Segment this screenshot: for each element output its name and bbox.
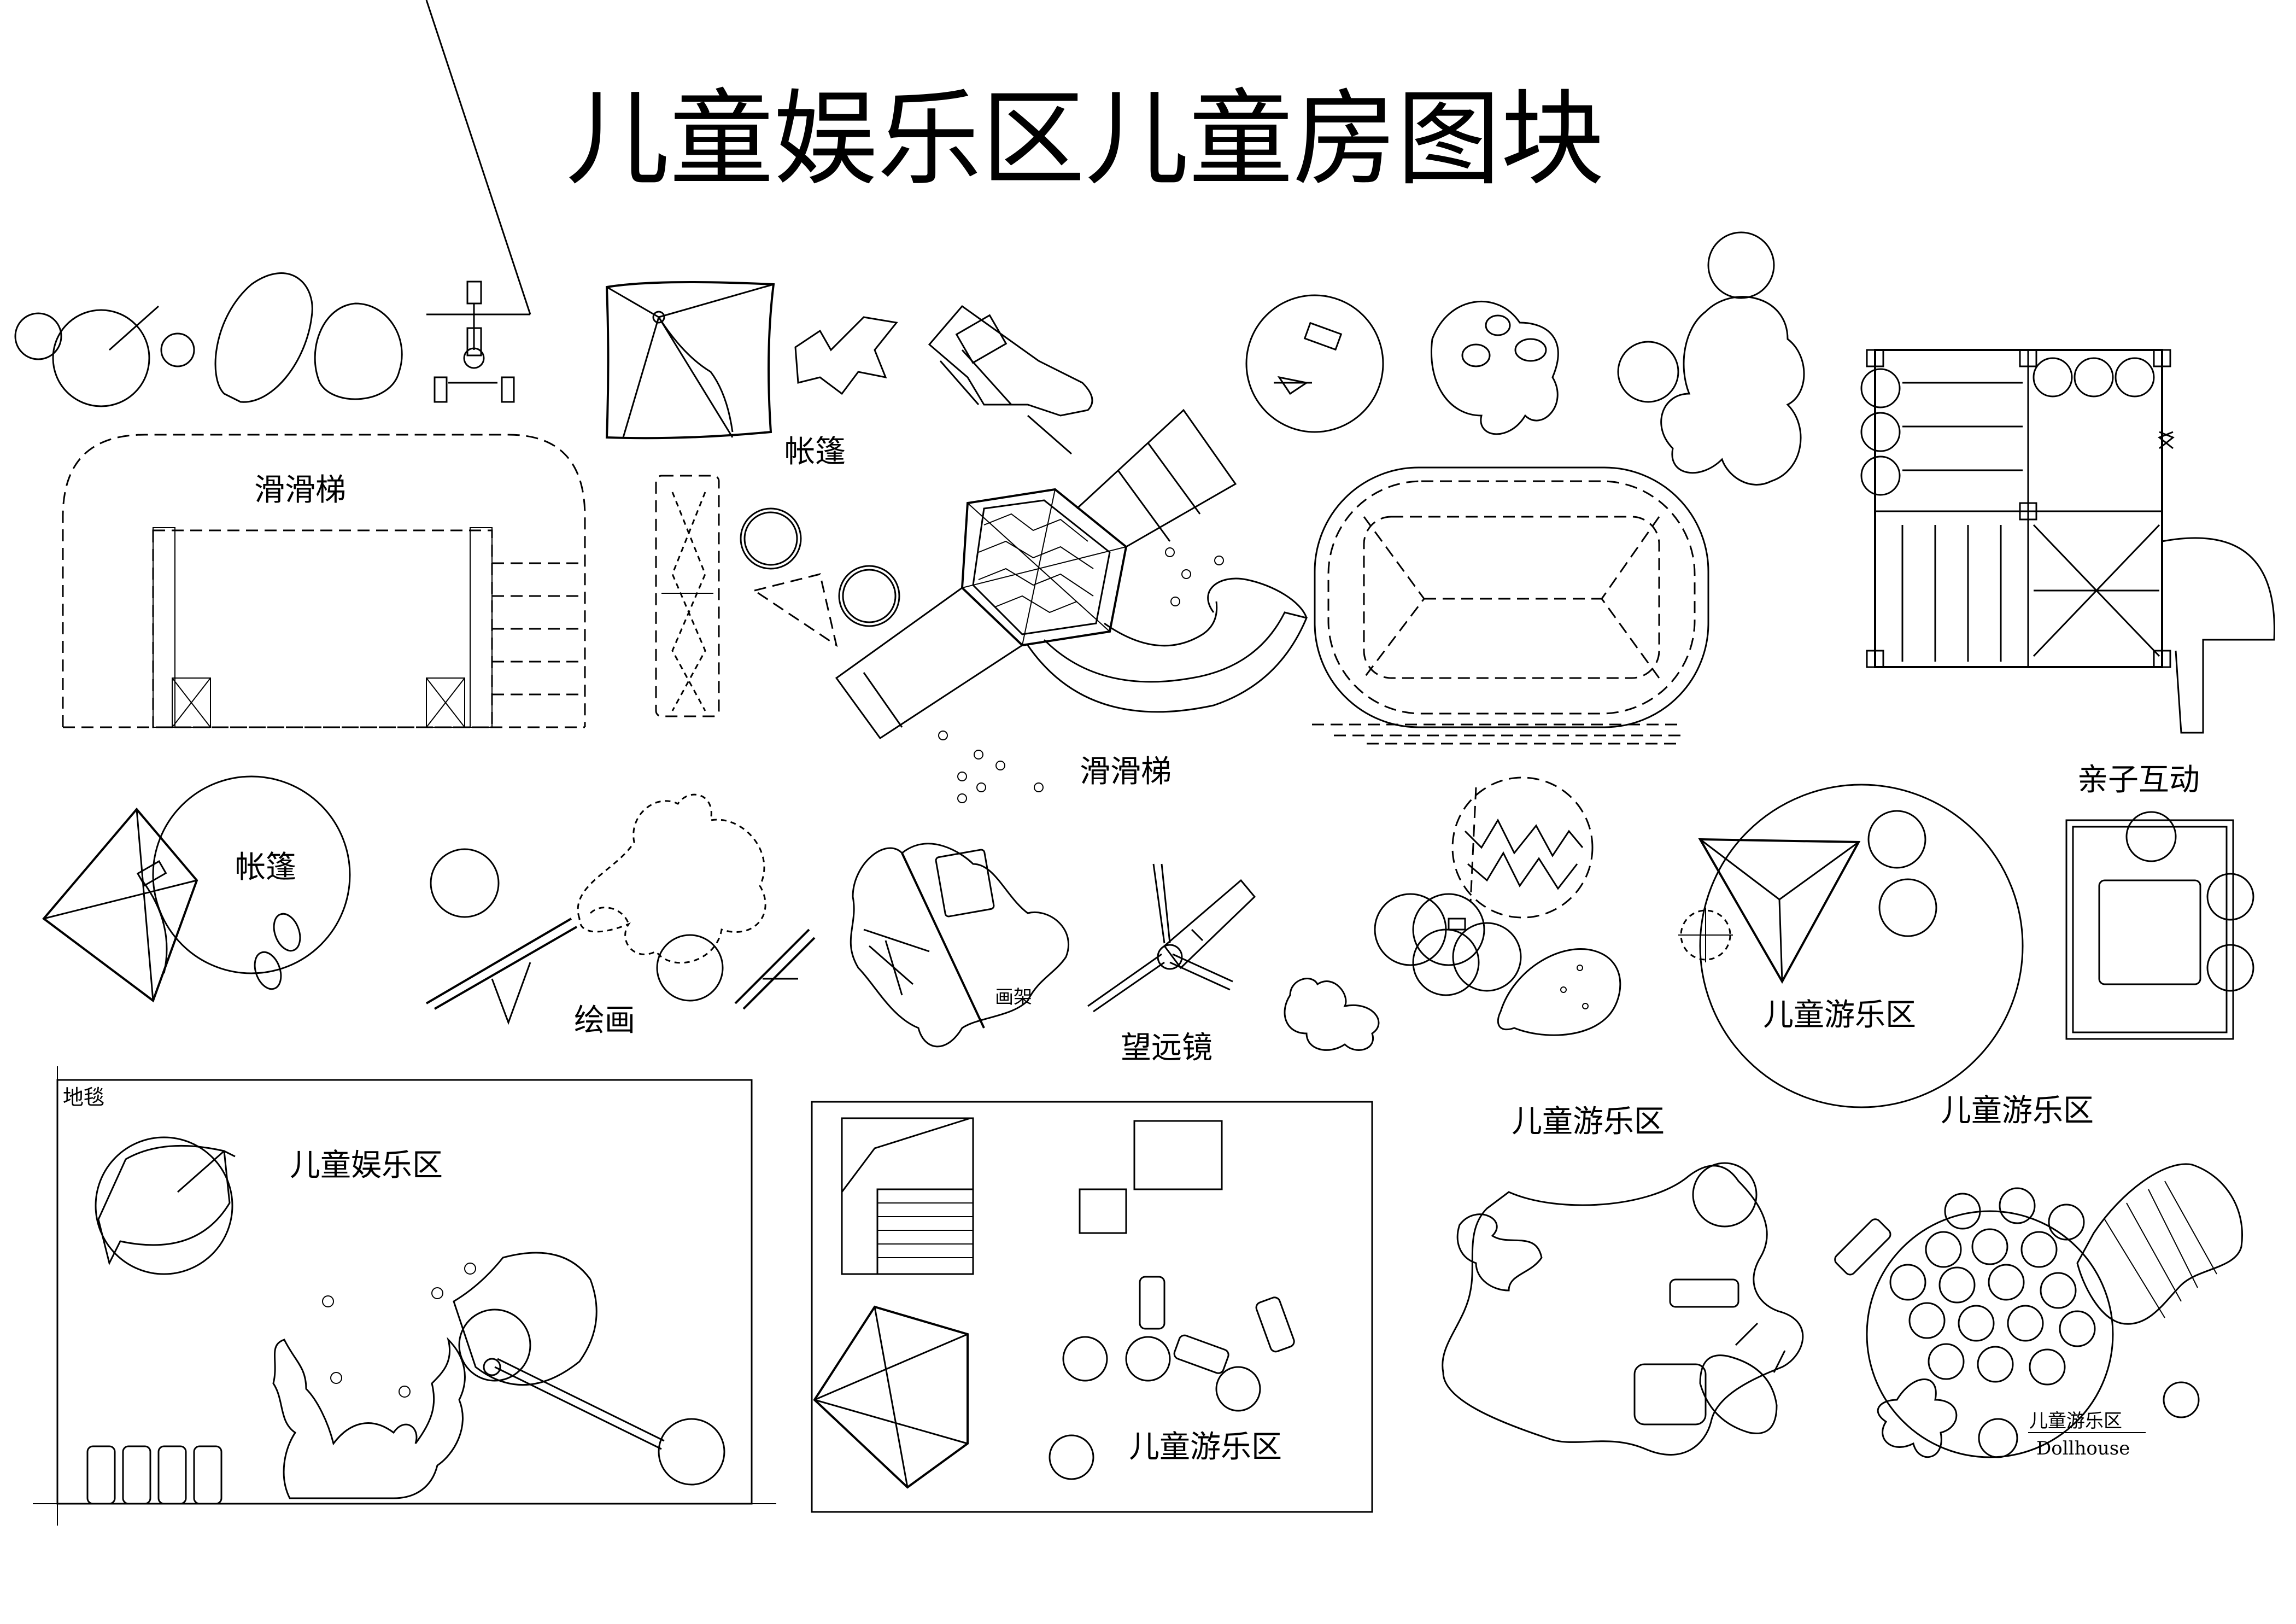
blob-playground-block bbox=[1442, 1162, 1804, 1456]
dashed-bench-block bbox=[655, 475, 720, 717]
pebble-stools-block bbox=[214, 272, 403, 403]
round-stools-block bbox=[14, 305, 195, 407]
bow-ornament-block bbox=[794, 316, 898, 395]
square-tent-block bbox=[605, 281, 775, 440]
rocking-toy-block bbox=[928, 305, 1093, 455]
playground-box-block bbox=[811, 1101, 1373, 1513]
seesaw-painting-block bbox=[425, 793, 816, 1025]
wooden-playhouse-block bbox=[1860, 349, 2275, 734]
label-playground-far: 儿童游乐区 bbox=[1941, 1093, 2094, 1129]
label-playground-right: 儿童游乐区 bbox=[1763, 997, 1916, 1033]
telescope-block bbox=[1087, 863, 1256, 1013]
car-plane-mat-block bbox=[1245, 294, 1384, 433]
animal-rug-block bbox=[1431, 300, 1559, 435]
label-carpet: 地毯 bbox=[63, 1085, 104, 1109]
scooter-block bbox=[425, 0, 531, 403]
easel-rug-block bbox=[850, 843, 1070, 1048]
label-tent-left: 帐篷 bbox=[235, 850, 296, 885]
entertainment-carpet-block bbox=[33, 1066, 776, 1526]
label-tent-top: 帐篷 bbox=[784, 434, 846, 470]
label-slide-top: 滑滑梯 bbox=[254, 472, 346, 508]
label-painting: 绘画 bbox=[574, 1003, 635, 1038]
small-seats-block bbox=[740, 507, 900, 647]
gear-mats-block bbox=[1889, 1187, 2200, 1418]
label-slide-center: 滑滑梯 bbox=[1080, 754, 1172, 790]
label-playground-box: 儿童游乐区 bbox=[1129, 1429, 1282, 1465]
rounded-ball-pool-block bbox=[1312, 466, 1709, 745]
slide-frame-block bbox=[62, 434, 586, 728]
label-entertainment: 儿童娱乐区 bbox=[290, 1148, 443, 1183]
dollhouse-playground-block bbox=[1834, 1163, 2243, 1458]
label-parent-child: 亲子互动 bbox=[2077, 762, 2200, 798]
label-easel: 画架 bbox=[995, 986, 1032, 1008]
bubble-cloud-block bbox=[1617, 231, 1805, 486]
balls-and-blobs-block bbox=[1284, 776, 1621, 1051]
pyramid-playground-block bbox=[1678, 784, 2024, 1108]
sheet-title: 儿童娱乐区儿童房图块 bbox=[566, 79, 1604, 200]
hexagon-slide-block bbox=[835, 408, 1308, 803]
circle-tent-block bbox=[42, 775, 351, 1003]
parent-child-block bbox=[2065, 811, 2254, 1040]
label-telescope: 望远镜 bbox=[1121, 1030, 1213, 1066]
label-dollhouse-en: Dollhouse bbox=[2036, 1438, 2130, 1459]
label-dollhouse-cn: 儿童游乐区 bbox=[2029, 1410, 2122, 1432]
label-playground-mid: 儿童游乐区 bbox=[1512, 1104, 1665, 1140]
